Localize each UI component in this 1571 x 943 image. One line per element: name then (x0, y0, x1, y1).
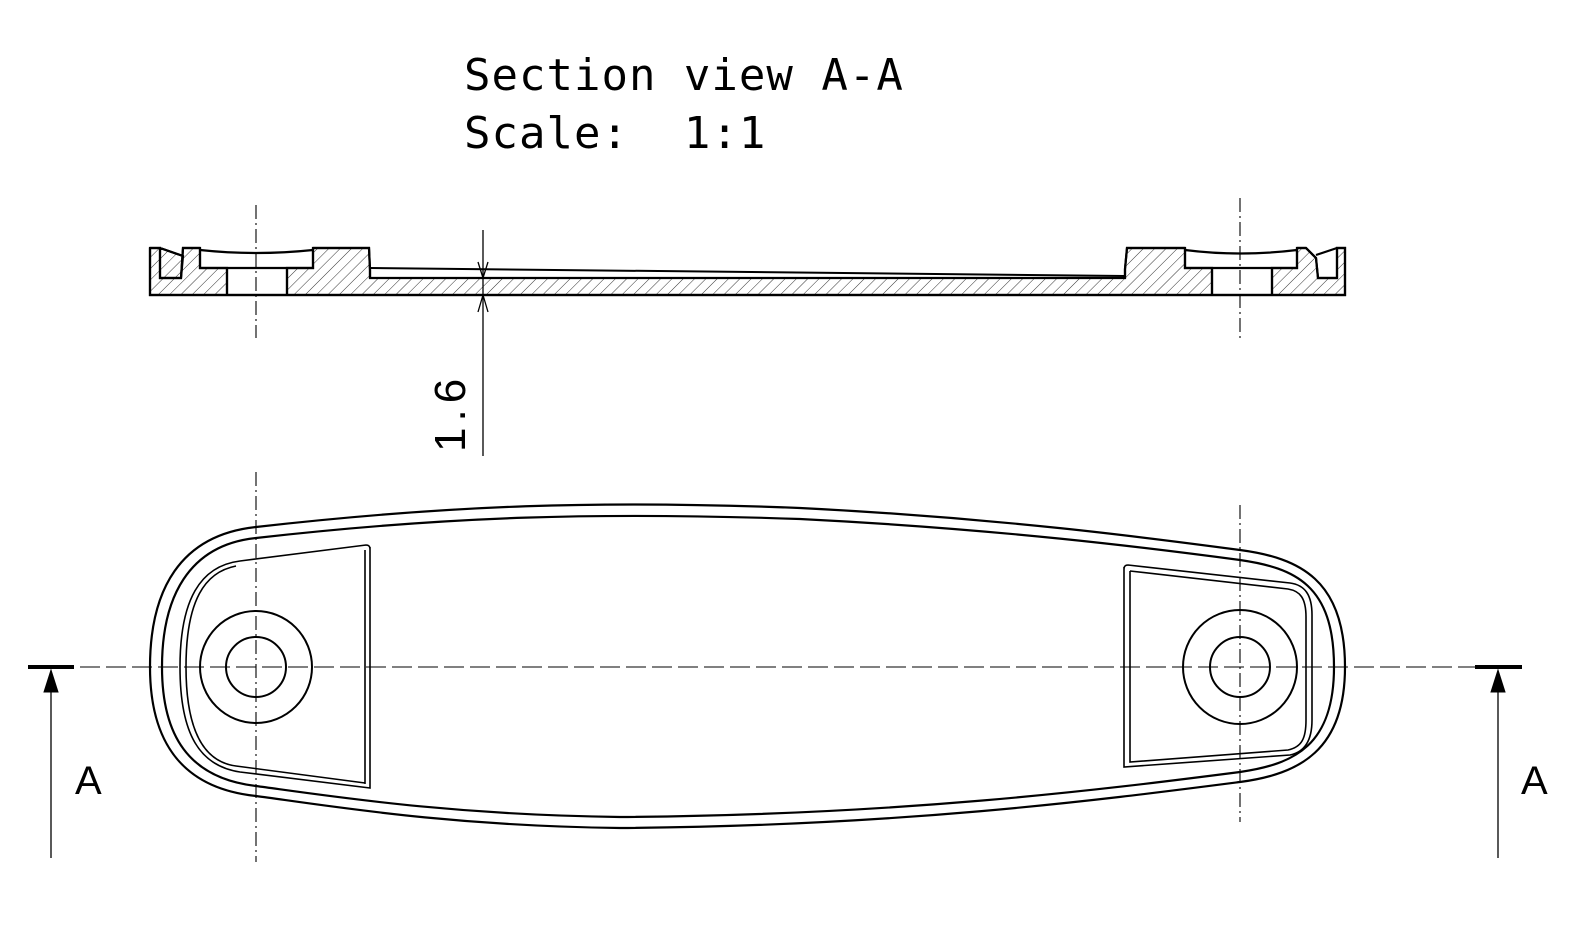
section-label-right: A (1521, 759, 1548, 803)
plan-view (148, 503, 1347, 830)
plate-recess (369, 267, 1126, 279)
thickness-dimension-value: 1.6 (426, 373, 475, 452)
section-title: Section view A-A (464, 50, 904, 101)
right-boss-outer (1182, 609, 1298, 725)
outer-outline (148, 503, 1347, 830)
left-boss-outer (199, 610, 313, 724)
right-pocket (1123, 564, 1313, 768)
section-view (148, 246, 1347, 297)
left-hole (225, 636, 287, 698)
left-pocket (179, 544, 371, 789)
left-counterbore (198, 248, 315, 295)
section-outline (148, 246, 1347, 297)
scale-label: Scale: 1:1 (464, 108, 767, 159)
section-marker-right (1475, 665, 1522, 858)
centerlines (28, 198, 1522, 862)
inner-outline (160, 514, 1336, 819)
right-hole (1209, 636, 1271, 698)
section-label-left: A (75, 759, 102, 803)
section-marker-left (28, 665, 74, 858)
thickness-dimension (477, 230, 489, 456)
